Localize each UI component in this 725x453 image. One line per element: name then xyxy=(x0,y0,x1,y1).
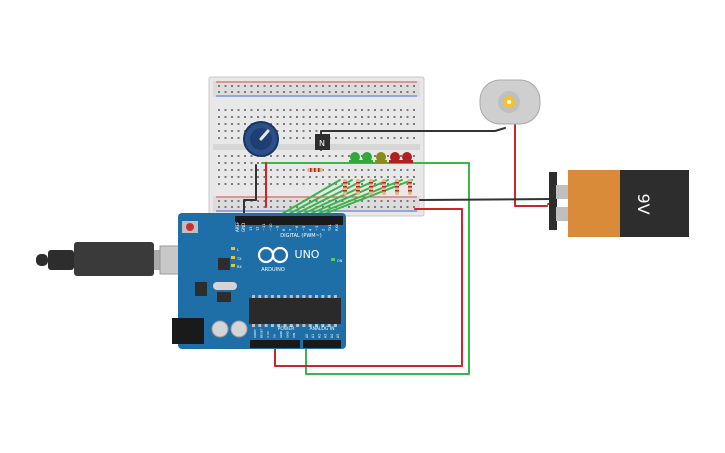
power-pin-label: GND xyxy=(279,330,283,338)
aref-label: AREF xyxy=(235,221,240,232)
pin-label: TX1 xyxy=(328,224,332,232)
analog-pin-label: A5 xyxy=(336,334,340,338)
pin-label: RX0 xyxy=(335,223,339,231)
led-5[interactable] xyxy=(401,152,413,163)
power-pin-label: IOREF xyxy=(253,329,257,338)
resistor-5 xyxy=(382,179,386,195)
atmega-chip xyxy=(252,295,337,327)
analog-pin-label: A0 xyxy=(305,334,309,338)
transistor[interactable]: N xyxy=(315,134,330,150)
led-on-label: ON xyxy=(337,259,343,263)
resistor-2 xyxy=(343,179,347,195)
pin-label: ~10 xyxy=(269,223,273,231)
resistors xyxy=(307,168,412,195)
wire-red-motor xyxy=(514,123,548,207)
wire-red-5v xyxy=(274,208,463,367)
pin-label: 13 xyxy=(249,226,253,231)
led-3[interactable] xyxy=(375,152,387,163)
digital-header-label: DIGITAL (PWM~) xyxy=(280,233,322,239)
pin-label: ~3 xyxy=(315,226,319,231)
power-pin-label: 3.3V xyxy=(266,330,270,338)
potentiometer-icon[interactable] xyxy=(243,121,279,157)
led-2[interactable] xyxy=(361,152,373,163)
power-label: POWER xyxy=(278,326,295,332)
led-4[interactable] xyxy=(389,152,401,163)
battery-9v[interactable]: 9V xyxy=(549,170,689,237)
pin-label: ~6 xyxy=(295,225,299,231)
wire-black-battery xyxy=(419,198,553,201)
power-pin-label: GND xyxy=(286,330,290,338)
model-label: UNO xyxy=(295,248,320,261)
pin-label: ~9 xyxy=(275,225,279,231)
resistor-1 xyxy=(307,168,323,172)
pin-label: ~11 xyxy=(262,223,266,231)
analog-label: ANALOG IN xyxy=(309,326,334,332)
analog-pin-label: A2 xyxy=(317,334,321,338)
led-1[interactable] xyxy=(349,152,361,163)
arduino-logo-icon xyxy=(257,246,289,264)
pin-label: 7 xyxy=(289,229,293,231)
power-pin-label: VIN xyxy=(292,333,296,338)
battery-voltage-label: 9V xyxy=(634,193,653,214)
analog-pin-label: A3 xyxy=(324,334,328,338)
analog-pin-label: A1 xyxy=(311,334,315,338)
pin-label: 12 xyxy=(256,226,260,231)
brand-label: ARDUINO xyxy=(261,267,285,273)
resistor-3 xyxy=(356,179,360,195)
wire-black-pot xyxy=(243,164,257,221)
leds[interactable] xyxy=(349,152,413,163)
led-tx-label: TX xyxy=(236,257,242,261)
pin-label: 8 xyxy=(282,228,286,231)
power-pin-label: 5V xyxy=(273,333,277,338)
power-pin-label: RESET xyxy=(260,328,264,338)
resistor-7 xyxy=(408,179,412,195)
resistor-4 xyxy=(369,179,373,195)
led-rx-label: RX xyxy=(237,265,242,269)
reset-button[interactable] xyxy=(186,223,194,231)
gnd-label: GND xyxy=(241,223,246,232)
transistor-label: N xyxy=(319,139,325,148)
resistor-6 xyxy=(395,179,399,195)
dc-motor-icon[interactable] xyxy=(479,79,541,125)
analog-pin-label: A4 xyxy=(330,334,334,338)
pin-label: 2 xyxy=(322,229,326,231)
pin-label: ~5 xyxy=(302,226,306,231)
led-l-label: L xyxy=(237,248,239,252)
usb-cable-icon[interactable] xyxy=(36,242,199,276)
pin-label: 4 xyxy=(308,228,312,231)
